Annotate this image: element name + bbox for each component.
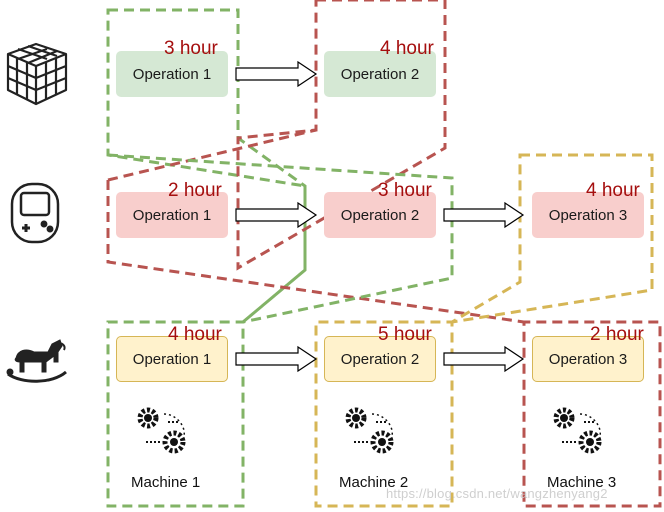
operation-1-horse: Operation 1 (116, 336, 228, 382)
operation-label: Operation 2 (340, 350, 420, 368)
arrow-op2-op3-row2 (443, 201, 525, 229)
duration-label: 3 hour (164, 38, 218, 59)
gears-icon-machine-2 (345, 407, 394, 454)
operation-1-gamepad: Operation 1 (116, 192, 228, 238)
operation-2-cube: Operation 2 (324, 51, 436, 97)
arrow-op1-op2-row3 (235, 345, 318, 373)
duration-label: 2 hour (168, 180, 222, 201)
operation-label: Operation 2 (340, 206, 420, 224)
yellow-dashed-region (314, 153, 654, 508)
gamepad-icon (10, 182, 60, 244)
operation-2-horse: Operation 2 (324, 336, 436, 382)
machine-3-label: Machine 3 (547, 474, 617, 491)
green-dashed-region-mid (107, 153, 454, 324)
arrow-op2-op3-row3 (443, 345, 525, 373)
duration-label: 3 hour (378, 180, 432, 201)
arrow-op1-op2-row2 (235, 201, 318, 229)
operation-3-gamepad: Operation 3 (532, 192, 644, 238)
operation-1-cube: Operation 1 (116, 51, 228, 97)
gears-icon-machine-3 (553, 407, 602, 454)
gears-icon-machine-1 (137, 407, 186, 454)
operation-label: Operation 1 (132, 65, 212, 83)
rocking-horse-icon (6, 339, 67, 383)
operation-2-gamepad: Operation 2 (324, 192, 436, 238)
operation-label: Operation 1 (132, 350, 212, 368)
operation-label: Operation 2 (340, 65, 420, 83)
green-dashed-region (106, 8, 307, 508)
red-dashed-region-lower (106, 128, 662, 508)
machine-2-label: Machine 2 (339, 474, 409, 491)
duration-label: 5 hour (378, 324, 432, 345)
operation-label: Operation 3 (548, 350, 628, 368)
duration-label: 4 hour (586, 180, 640, 201)
watermark: https://blog.csdn.net/wangzhenyang2 (386, 486, 608, 501)
arrow-op1-op2-row1 (235, 60, 318, 88)
machine-1-label: Machine 1 (131, 474, 201, 491)
operation-label: Operation 3 (548, 206, 628, 224)
cube-icon (6, 42, 68, 106)
operation-3-horse: Operation 3 (532, 336, 644, 382)
duration-label: 4 hour (168, 324, 222, 345)
duration-label: 4 hour (380, 38, 434, 59)
duration-label: 2 hour (590, 324, 644, 345)
operation-label: Operation 1 (132, 206, 212, 224)
